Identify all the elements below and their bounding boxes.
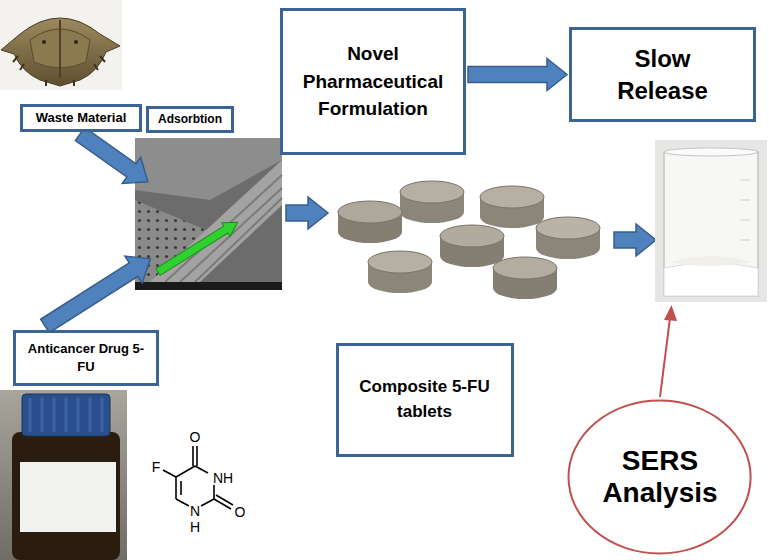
- node-text: Slow Release: [603, 43, 723, 105]
- beaker-photo: [655, 140, 767, 302]
- ellipse-outline: [569, 401, 751, 554]
- block-arrow: [468, 59, 567, 91]
- node-text: Waste Material: [36, 110, 127, 126]
- atom-label: O: [189, 430, 202, 444]
- sem-micrograph: [135, 138, 282, 290]
- process-box: Novel Pharmaceutical Formulation: [280, 8, 466, 155]
- tablets-photo: [338, 181, 600, 299]
- atom-label: N: [189, 504, 201, 518]
- result-box: Slow Release: [569, 27, 756, 122]
- product-box: Composite 5-FU tablets: [336, 343, 514, 457]
- node-text: Adsorbtion: [158, 112, 222, 126]
- bottle-photo: [0, 390, 127, 560]
- step-box: Adsorbtion: [146, 106, 234, 132]
- node-text: Novel Pharmaceutical Formulation: [289, 40, 457, 123]
- source-box: Waste Material: [20, 104, 142, 132]
- node-text: Composite 5-FU tablets: [345, 375, 505, 424]
- atom-label: F: [151, 460, 162, 474]
- crab-shell-photo: [0, 0, 122, 90]
- atom-label: O: [234, 505, 247, 519]
- node-text: Anticancer Drug 5-FU: [22, 340, 150, 375]
- analysis-ellipse: SERS Analysis: [567, 399, 752, 555]
- sers-arrow: [660, 305, 677, 397]
- atom-label: H: [189, 520, 201, 534]
- source-box: Anticancer Drug 5-FU: [13, 330, 159, 386]
- node-text: SERS Analysis: [585, 445, 735, 509]
- atom-label: NH: [212, 471, 234, 485]
